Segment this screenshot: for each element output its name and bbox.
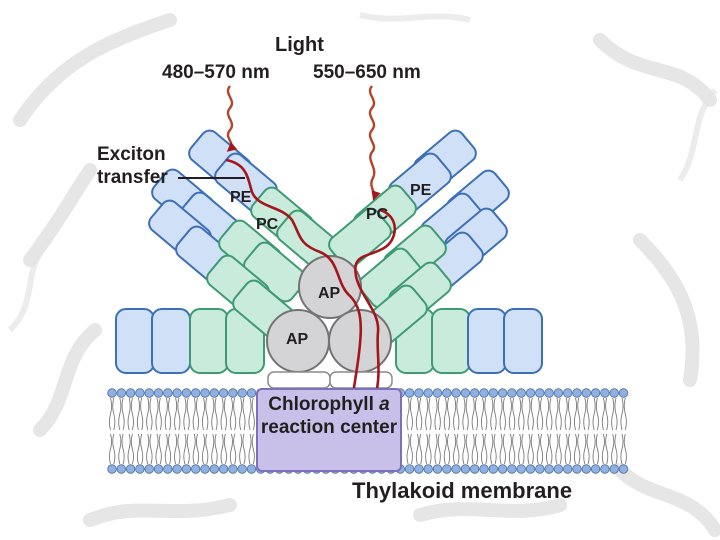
wavelength-right-label: 550–650 nm [313, 62, 421, 83]
pc-label-right: PC [366, 206, 389, 223]
left-antenna-rod [148, 129, 340, 341]
reaction-center-label: Chlorophyll a reaction center [256, 393, 402, 439]
right-antenna-rod [328, 129, 510, 346]
reaction-center-line-1: Chlorophyll a [256, 393, 402, 416]
exciton-transfer-label: Exciton transfer [97, 143, 168, 189]
reaction-center-box [256, 388, 402, 472]
reaction-center-prefix: Chlorophyll [268, 394, 380, 415]
light-waves [226, 85, 381, 201]
reaction-center-italic: a [379, 394, 390, 415]
ap-label-left: AP [286, 331, 309, 348]
exciton-transfer-arrows [225, 158, 397, 404]
pe-label-left: PE [230, 189, 252, 206]
linker-pads [267, 371, 393, 389]
wave-left-icon [226, 85, 238, 152]
exciton-path-right-icon [354, 208, 397, 404]
light-title: Light [275, 34, 324, 56]
membrane-rod-row [115, 308, 543, 374]
exciton-path-left-icon [225, 158, 363, 404]
exciton-line-1: Exciton [97, 144, 166, 165]
reaction-center-line-2: reaction center [260, 417, 398, 438]
ap-label-top: AP [318, 285, 341, 302]
wavelength-left-label: 480–570 nm [162, 62, 270, 83]
pc-label-left: PC [256, 216, 279, 233]
exciton-line-2: transfer [97, 167, 168, 188]
pe-label-right: PE [410, 182, 432, 199]
wave-right-icon [368, 85, 381, 201]
thylakoid-membrane-label: Thylakoid membrane [352, 478, 573, 503]
membrane-tails [108, 397, 627, 465]
